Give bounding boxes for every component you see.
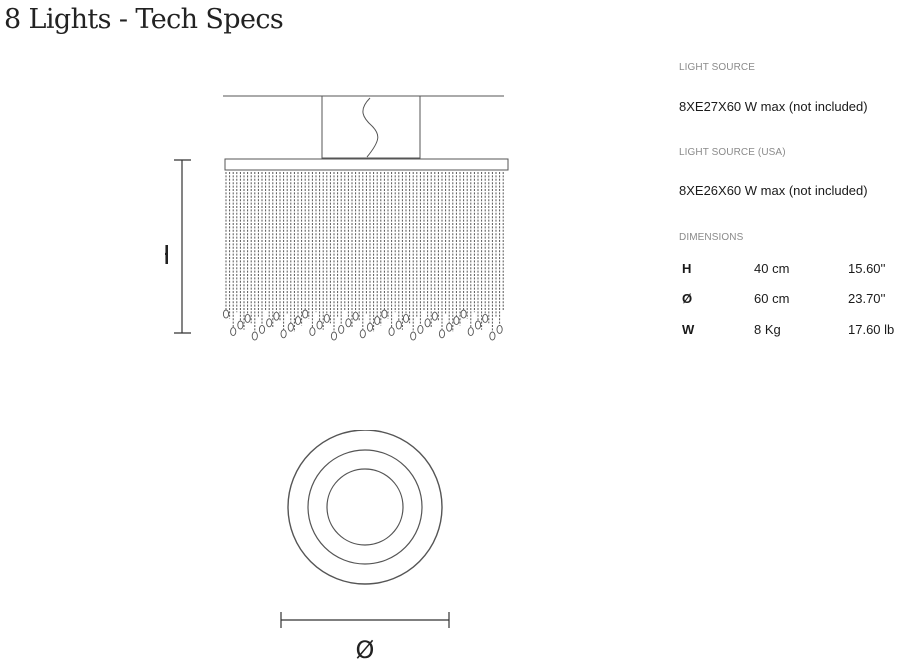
chandelier-body — [222, 158, 509, 341]
light-source-value: 8XE27X60 W max (not included) — [679, 99, 868, 114]
light-source-label: LIGHT SOURCE — [679, 62, 756, 73]
crystal-drop — [438, 329, 446, 339]
crystal-drop — [424, 318, 431, 328]
light-source-usa-label: LIGHT SOURCE (USA) — [679, 147, 786, 158]
crystal-drop — [381, 309, 388, 319]
crystal-drop — [410, 331, 417, 341]
crystal-drop — [496, 324, 503, 334]
crystal-drop — [222, 309, 230, 319]
crystal-drop — [359, 329, 366, 339]
crystal-drop — [266, 318, 273, 328]
side-elevation-drawing: H — [165, 95, 509, 341]
crystal-drop — [489, 331, 496, 341]
crystal-drop — [330, 331, 338, 341]
crystal-drop — [237, 320, 244, 330]
crystal-drop — [388, 327, 395, 337]
crystal-drop — [482, 313, 489, 323]
dimension-row-weight: W 8 Kg 17.60 lb — [679, 322, 900, 340]
diameter-marker: Ø — [356, 636, 375, 664]
dimension-imperial: 17.60 lb — [848, 322, 895, 337]
crystal-drop — [352, 311, 359, 321]
dimension-imperial: 15.60'' — [848, 261, 886, 276]
crystal-drop — [395, 320, 402, 330]
crystal-drop — [230, 327, 237, 337]
crystal-drop — [467, 327, 474, 337]
dimension-key: Ø — [682, 291, 693, 306]
ceiling-mount — [223, 95, 504, 159]
crystal-drop — [431, 311, 438, 321]
crystal-drop — [338, 324, 345, 334]
dimension-key: H — [682, 261, 692, 276]
plan-circles — [287, 430, 443, 585]
crystal-drop — [309, 327, 316, 337]
dimensions-label: DIMENSIONS — [679, 232, 744, 243]
crystal-drop — [453, 316, 460, 326]
crystal-drop — [302, 309, 309, 319]
dimension-key: W — [682, 322, 695, 337]
dimension-metric: 40 cm — [754, 261, 790, 276]
crystal-drop — [460, 309, 467, 319]
crystal-drop — [287, 322, 294, 332]
dimension-metric: 8 Kg — [754, 322, 781, 337]
page-title: 8 Lights - Tech Specs — [4, 4, 284, 35]
crystal-drop — [446, 322, 453, 332]
light-source-usa-value: 8XE26X60 W max (not included) — [679, 183, 868, 198]
crystal-drop — [374, 316, 381, 326]
crystal-drop — [294, 316, 302, 326]
diameter-dimension-line — [280, 612, 450, 628]
crystal-drop — [280, 329, 287, 339]
crystal-drop — [402, 313, 410, 323]
dimension-metric: 60 cm — [754, 291, 790, 306]
crystal-drop — [273, 311, 280, 321]
crystal-drop — [316, 320, 323, 330]
dimension-imperial: 23.70'' — [848, 291, 886, 306]
top-plan-drawing: Ø — [280, 430, 450, 664]
dimension-row-height: H 40 cm 15.60'' — [679, 261, 900, 279]
crystal-drop — [323, 313, 330, 323]
crystal-drop — [251, 331, 258, 341]
height-marker: H — [165, 241, 171, 271]
crystal-chains — [222, 172, 504, 341]
crystal-drop — [474, 320, 482, 330]
crystal-drop — [345, 318, 352, 328]
crystal-drop — [244, 313, 251, 323]
crystal-drop — [366, 322, 374, 332]
crystal-drop — [417, 324, 424, 334]
dimension-row-diameter: Ø 60 cm 23.70'' — [679, 291, 900, 309]
height-dimension-line — [174, 159, 191, 334]
crystal-drop — [258, 324, 266, 334]
